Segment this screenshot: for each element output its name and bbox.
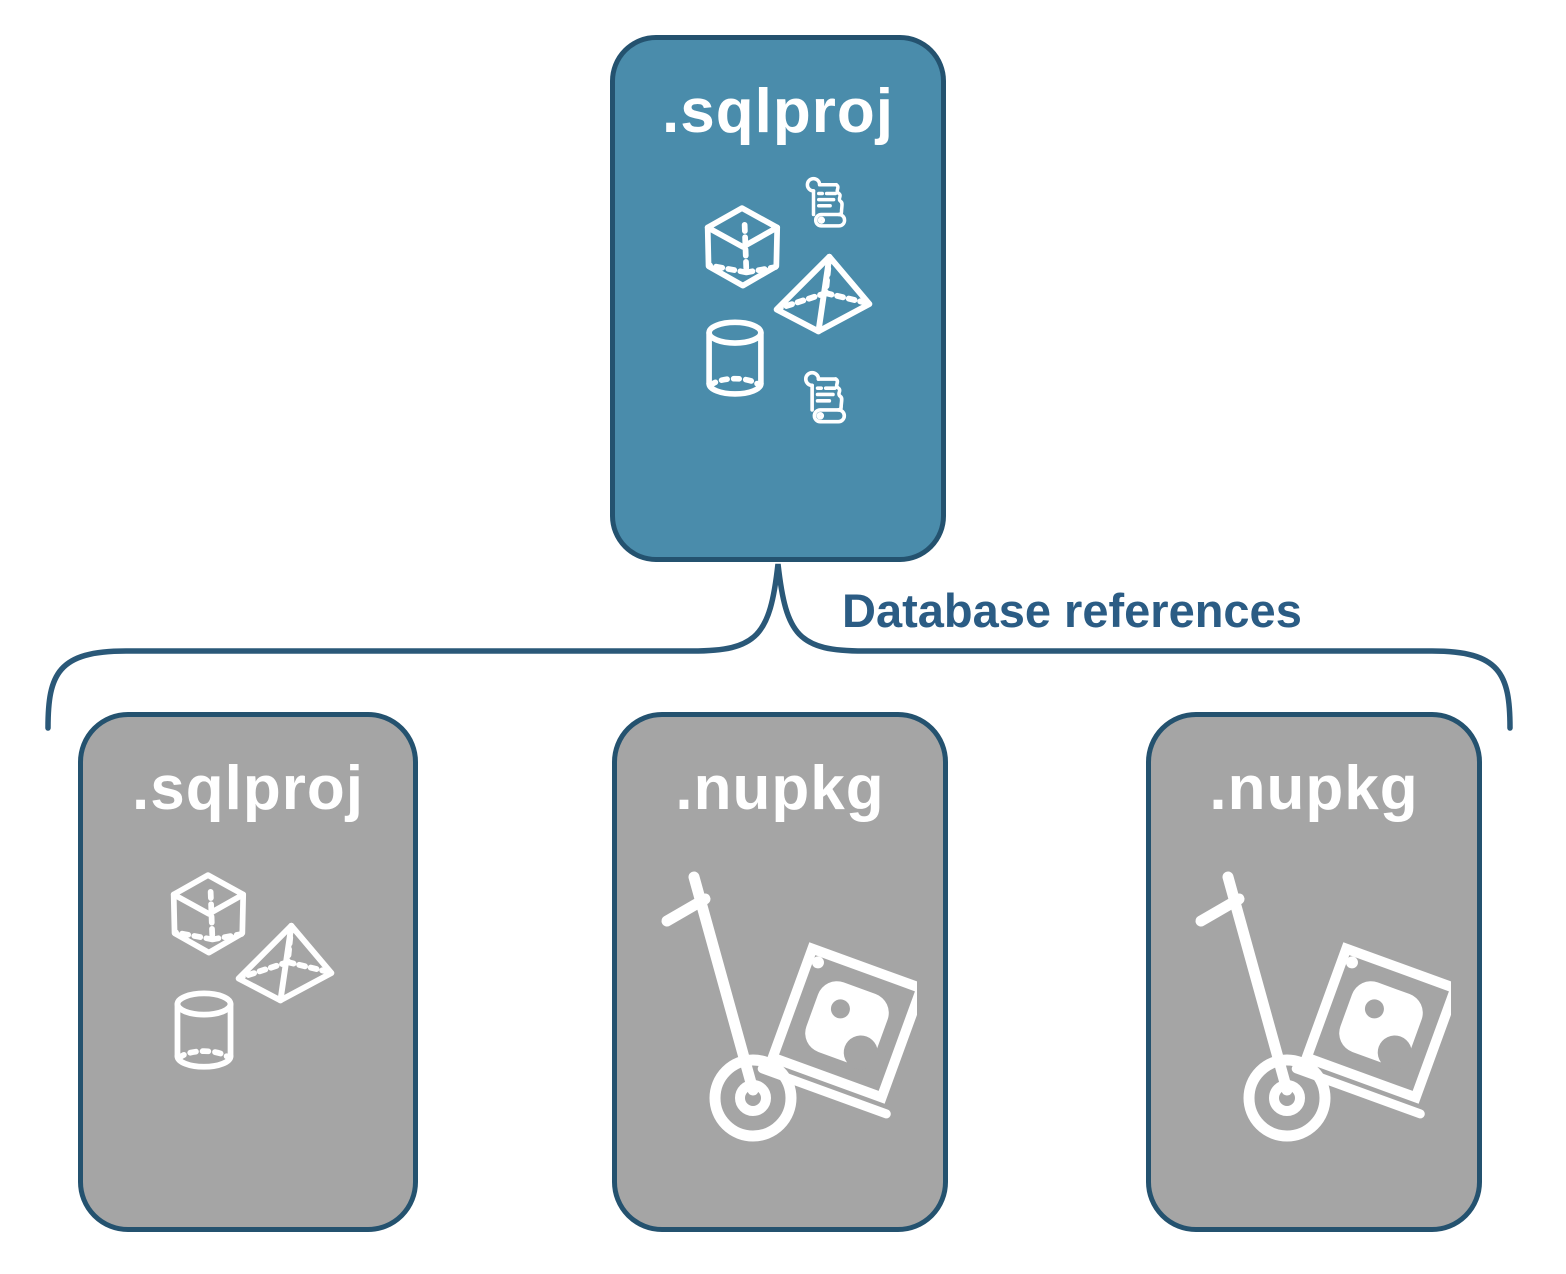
node-sqlproj-reference: .sqlproj — [78, 712, 418, 1232]
pyramid-icon — [239, 926, 332, 1001]
node-nupkg-reference-1-label: .nupkg — [675, 754, 885, 823]
sqlproj-icon-cluster — [83, 772, 413, 1227]
connector-label: Database references — [842, 584, 1302, 637]
cylinder-icon — [709, 322, 761, 394]
scroll-icon — [805, 176, 847, 228]
cube-icon — [174, 875, 244, 952]
pyramid-icon — [777, 257, 870, 332]
node-sqlproj-reference-label: .sqlproj — [132, 754, 364, 823]
node-sqlproj-main-label: .sqlproj — [662, 77, 894, 146]
sqlproj-icon-cluster — [615, 176, 941, 424]
node-nupkg-reference-1: .nupkg — [612, 712, 948, 1232]
nupkg-icon-cluster — [617, 772, 943, 1227]
nupkg-icon-cluster — [1151, 772, 1477, 1227]
cube-icon — [708, 208, 778, 285]
node-nupkg-reference-2: .nupkg — [1146, 712, 1482, 1232]
nuget-package-dolly-icon — [1201, 877, 1465, 1136]
cylinder-icon — [177, 993, 230, 1066]
scroll-icon — [803, 370, 847, 424]
nuget-package-dolly-icon — [667, 877, 931, 1136]
node-sqlproj-main: .sqlproj — [610, 35, 946, 562]
node-nupkg-reference-2-label: .nupkg — [1209, 754, 1419, 823]
